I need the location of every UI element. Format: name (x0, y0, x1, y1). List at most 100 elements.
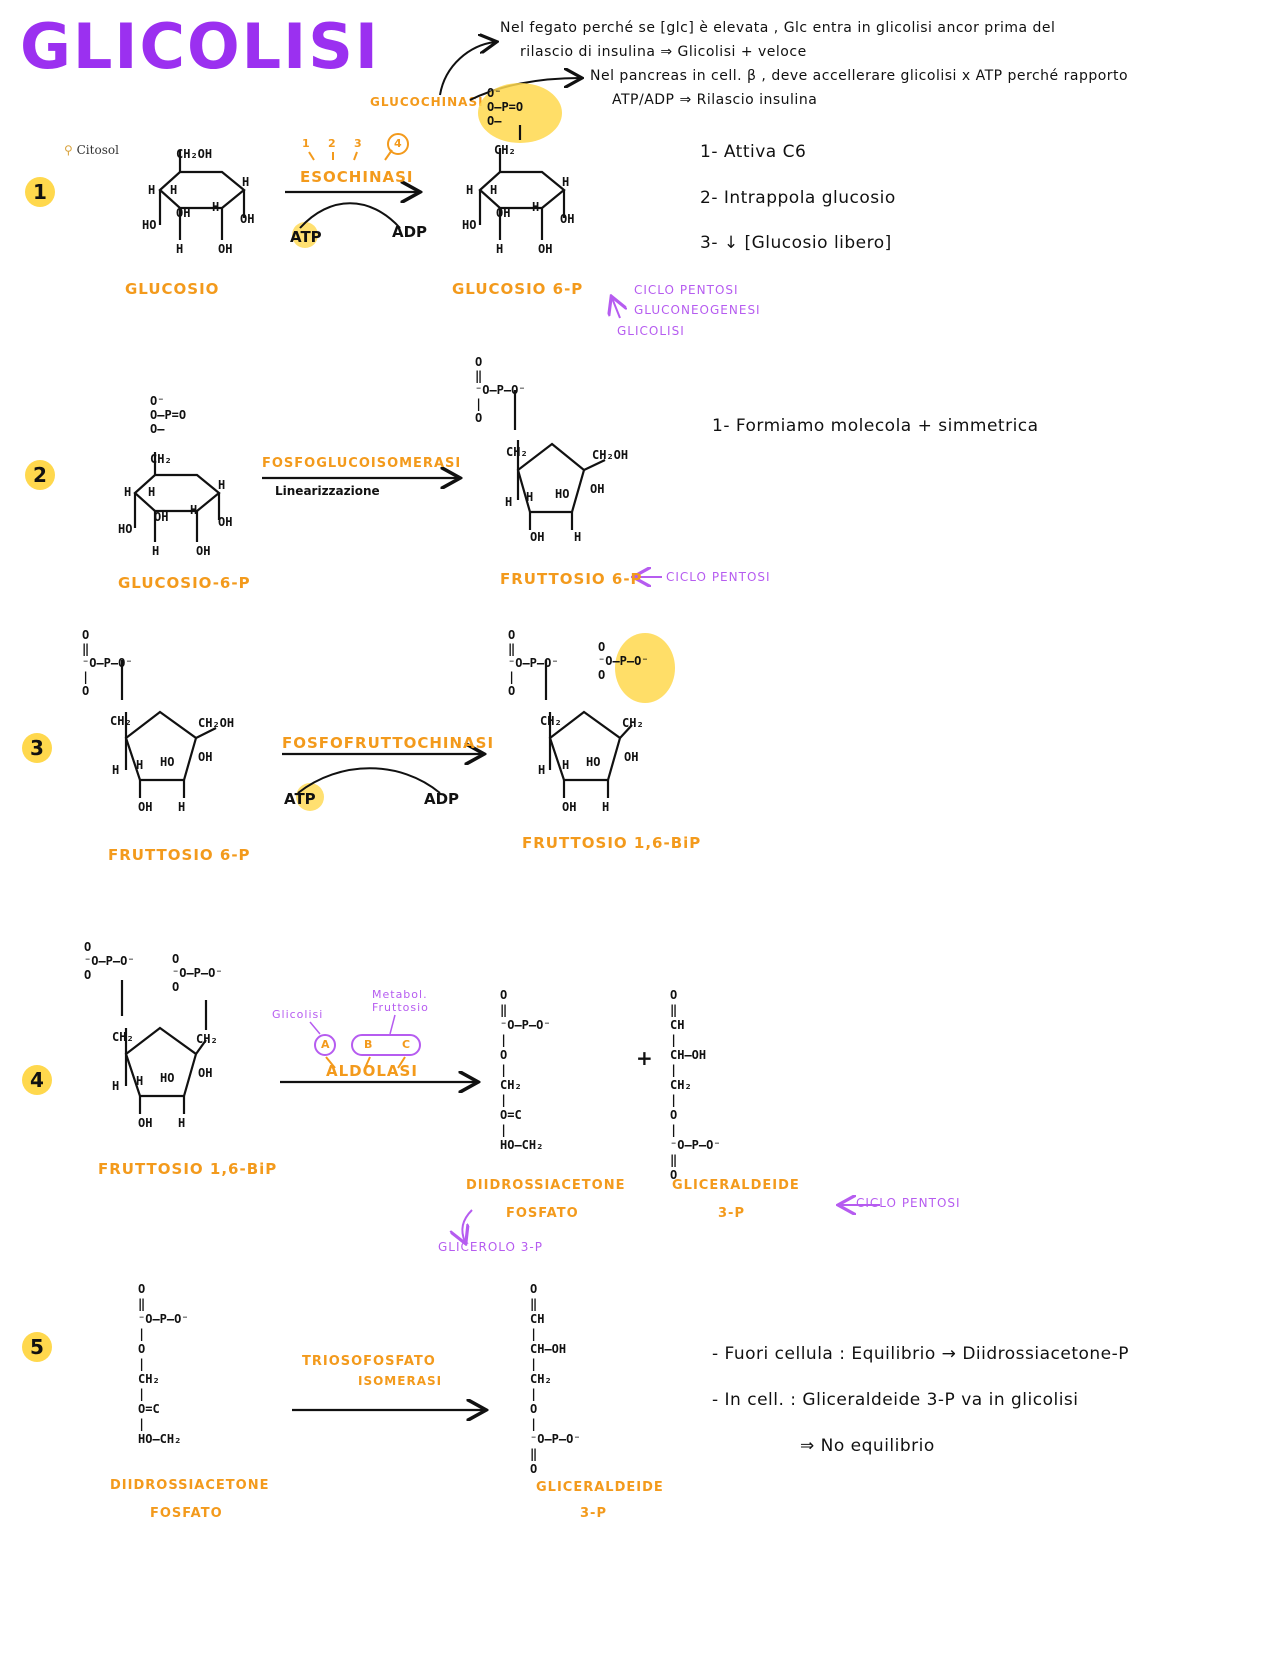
g6p-h3: H (532, 200, 540, 214)
step-number-5: 5 (22, 1332, 52, 1362)
label-dhap-line1: DIIDROSSIACETONE (466, 1178, 626, 1193)
g6p-ch2: CH₂ (494, 143, 516, 157)
adp-label-1: ADP (392, 223, 428, 241)
f6p3-ho: HO (160, 755, 175, 769)
fate-ciclo-pentosi-4: CICLO PENTOSI (856, 1196, 961, 1210)
g6p2-ho: HO (118, 522, 133, 536)
glucose-h5: H (176, 242, 184, 256)
fructose16bp-ring-3 (544, 660, 633, 798)
f6p-ch2oh: CH₂OH (592, 448, 629, 462)
f16bp4-ho: HO (160, 1071, 175, 1085)
f6p-h2: H (526, 490, 534, 504)
atp-label-1: ATP (290, 228, 322, 246)
phosphate-highlight-1 (478, 83, 562, 143)
step1-note-2: 2- Intrappola glucosio (700, 188, 896, 208)
f6p-ch2: CH₂ (506, 445, 528, 459)
f6p3-h2: H (136, 758, 144, 772)
glucose-oh1: OH (176, 206, 191, 220)
g6p2-oh1: OH (154, 510, 169, 524)
label-dhap5-line2: FOSFATO (150, 1506, 223, 1521)
g6p-h1: H (466, 183, 474, 197)
g6p-h4: H (562, 175, 570, 189)
f16bp3-phosphate-6: O⁻O–P–O⁻ O (598, 640, 649, 682)
f6p-ho: HO (555, 487, 570, 501)
note-fegato-line1: Nel fegato perché se [glc] è elevata , G… (500, 20, 1056, 36)
note-fegato-line2: rilascio di insulina ⇒ Glicolisi + veloc… (520, 44, 807, 60)
isoform-bc-oval (351, 1034, 421, 1056)
label-dhap-line2: FOSFATO (506, 1206, 579, 1221)
glucose6p-ring (478, 125, 566, 240)
step5-note-3: ⇒ No equilibrio (800, 1436, 935, 1456)
adp-label-3: ADP (424, 790, 460, 808)
g6p2-h1: H (124, 485, 132, 499)
pin-icon: ⚲ (64, 143, 73, 157)
f6p-phosphate: O ‖⁻O–P–O⁻ | O (475, 355, 526, 425)
step-number-4: 4 (22, 1065, 52, 1095)
label-fruttosio-16bp-4: FRUTTOSIO 1,6-BiP (98, 1160, 278, 1178)
glucose-h4: H (242, 175, 250, 189)
f6p3-h1: H (112, 763, 120, 777)
plus-sign: + (636, 1046, 653, 1070)
f16bp3-h1: H (538, 763, 546, 777)
g6p2-phosphate: O⁻O–P=O O– (150, 394, 187, 436)
fates-arrow-1 (612, 298, 620, 319)
g6p2-h5: H (152, 544, 160, 558)
enzyme-esochinasi: ESOCHINASI (300, 168, 414, 186)
glucose-oh2: OH (240, 212, 255, 226)
enzyme-fosfoglucoisomerasi: FOSFOGLUCOISOMERASI (262, 456, 462, 471)
f16bp3-phosphate-1: O ‖⁻O–P–O⁻ | O (508, 628, 559, 698)
atp-adp-curve-1 (299, 202, 401, 229)
g6p2-h3: H (190, 503, 198, 517)
glucose-ch2oh: CH₂OH (176, 147, 213, 161)
fate-glicolisi-1: GLICOLISI (617, 324, 685, 338)
isoform-4: 4 (394, 137, 403, 150)
step-number-1: 1 (25, 177, 55, 207)
f6p3-oh2: OH (138, 800, 153, 814)
label-g3p5-line2: 3-P (580, 1506, 607, 1521)
f6p3-ch2oh: CH₂OH (198, 716, 235, 730)
isoform-b: B (364, 1038, 374, 1051)
f16bp4-ch2b: CH₂ (196, 1032, 218, 1046)
step1-note-3: 3- ↓ [Glucosio libero] (700, 233, 892, 253)
dhap5-structure: O ‖⁻O–P–O⁻ | O | CH₂ | O=C | HO–CH₂ (138, 1282, 189, 1446)
label-fruttosio-6p-3: FRUTTOSIO 6-P (108, 846, 251, 864)
note-pancreas-line1: Nel pancreas in cell. β , deve accellera… (590, 68, 1129, 84)
fate-ciclo-pentosi-1: CICLO PENTOSI (634, 283, 739, 297)
f6p-h1: H (505, 495, 513, 509)
f6p3-oh1: OH (198, 750, 213, 764)
f16bp4-phosphate-1: O⁻O–P–O⁻ O (84, 940, 135, 982)
g6p2-oh2: OH (218, 515, 233, 529)
f16bp3-oh1: OH (624, 750, 639, 764)
g6p-h5: H (496, 242, 504, 256)
glucochinasi-label: GLUCOCHINASI (370, 95, 484, 109)
fate-gluconeogenesi-1: GLUCONEOGENESI (634, 303, 761, 317)
isoform-2: 2 (328, 137, 337, 150)
g6p2-h4: H (218, 478, 226, 492)
glucose-h1: H (148, 183, 156, 197)
enzyme-isomerasi: ISOMERASI (358, 1374, 443, 1388)
f16bp4-h1: H (112, 1079, 120, 1093)
page-title: GLICOLISI (20, 10, 380, 83)
f16bp3-h3: H (602, 800, 610, 814)
f16bp4-oh1: OH (198, 1066, 213, 1080)
label-fruttosio-6p-2: FRUTTOSIO 6-P (500, 570, 643, 588)
g6p-oh1: OH (496, 206, 511, 220)
glicolisi-note-4: Glicolisi (272, 1008, 324, 1021)
g6p-oh2: OH (560, 212, 575, 226)
f6p3-phosphate: O ‖⁻O–P–O⁻ | O (82, 628, 133, 698)
f6p-oh2: OH (530, 530, 545, 544)
g6p2-h2: H (148, 485, 156, 499)
glucose-ring (158, 150, 246, 240)
f6p3-h3: H (178, 800, 186, 814)
glucose-h2: H (170, 183, 178, 197)
f16bp4-phosphate-6: O⁻O–P–O⁻ O (172, 952, 223, 994)
f16bp3-h2: H (562, 758, 570, 772)
f6p-h3: H (574, 530, 582, 544)
g3p5-structure: O ‖ CH | CH–OH | CH₂ | O |⁻O–P–O⁻ ‖ O (530, 1282, 581, 1476)
dhap-structure: O ‖⁻O–P–O⁻ | O | CH₂ | O=C | HO–CH₂ (500, 988, 551, 1152)
enzyme-triosofosfato: TRIOSOFOSFATO (302, 1354, 436, 1369)
isoform-3: 3 (354, 137, 363, 150)
fates-arrow-4a (462, 1209, 473, 1242)
g6p2-oh3: OH (196, 544, 211, 558)
step-number-3: 3 (22, 733, 52, 763)
